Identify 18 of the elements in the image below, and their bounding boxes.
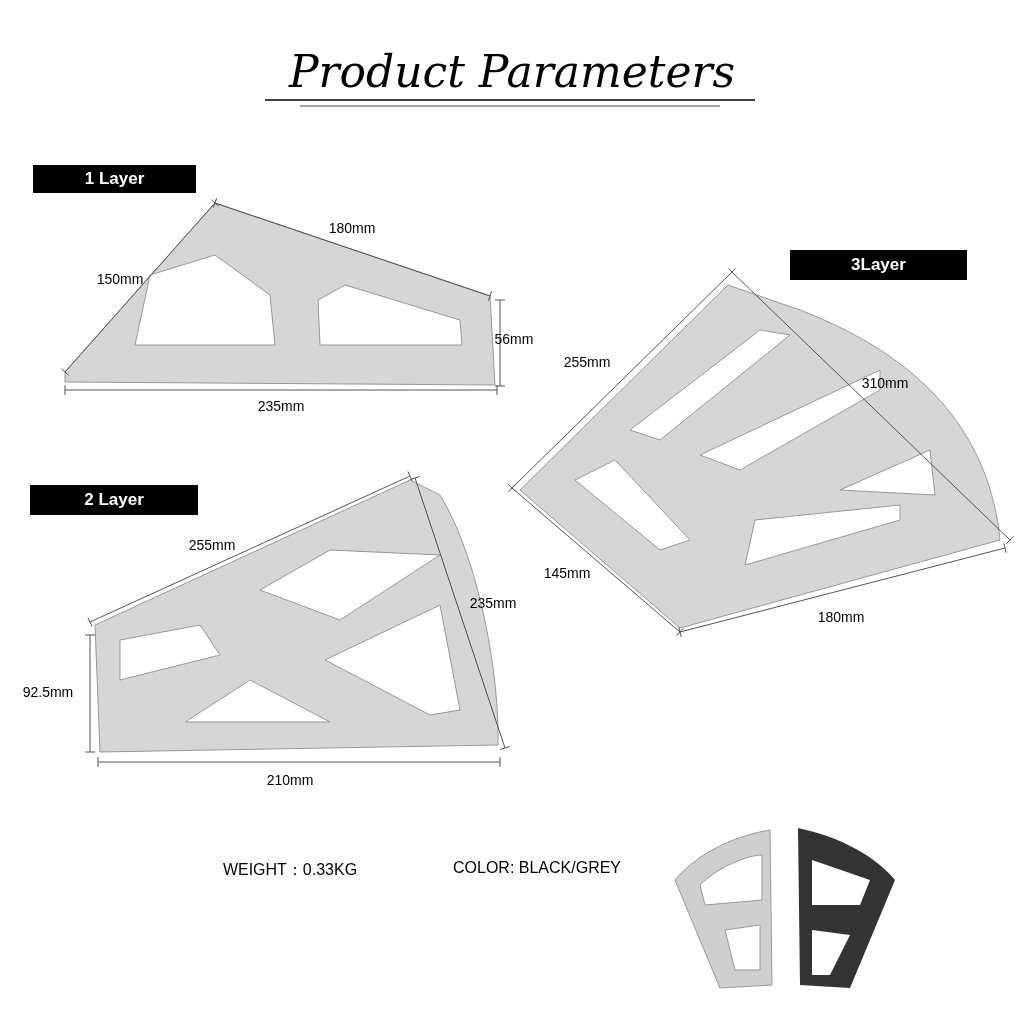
dimension-label: 310mm [861,376,909,390]
dimension-label: 255mm [188,538,236,552]
dimension-label: 235mm [469,596,517,610]
layer-label: 1 Layer [33,165,196,193]
dimension-label: 56mm [494,332,534,346]
dimension-label: 210mm [266,773,314,787]
dimension-label: 92.5mm [22,685,74,699]
dimension-label: 180mm [817,610,865,624]
dimension-label: 150mm [96,272,144,286]
title: Product Parameters [288,50,736,94]
dimension-label: 145mm [543,566,591,580]
spec-text: COLOR: BLACK/GREY [453,860,621,876]
layer-label: 3Layer [790,250,967,280]
layer-label: 2 Layer [30,485,198,515]
dimension-label: 255mm [563,355,611,369]
dimension-label: 235mm [257,399,305,413]
spec-text: WEIGHT：0.33KG [222,862,358,878]
dimension-label: 180mm [328,221,376,235]
